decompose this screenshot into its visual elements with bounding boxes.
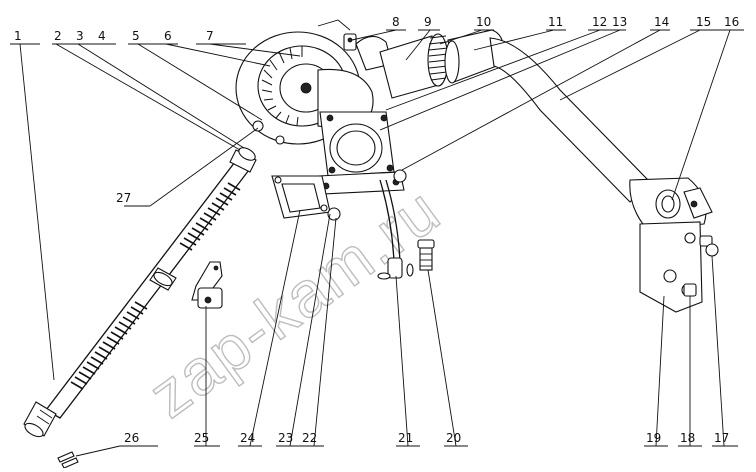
callout-4: 4 xyxy=(98,29,106,43)
callout-26: 26 xyxy=(124,431,139,445)
small-bracket xyxy=(191,261,223,309)
callout-12: 12 xyxy=(592,15,607,29)
callout-2: 2 xyxy=(54,29,62,43)
bent-pipe xyxy=(489,37,713,229)
callout-1: 1 xyxy=(14,29,22,43)
callout-numbers: 1 2 3 4 5 6 7 8 9 10 11 12 13 14 15 16 2… xyxy=(14,15,739,445)
callout-10: 10 xyxy=(476,15,491,29)
callout-23: 23 xyxy=(278,431,293,445)
callout-18: 18 xyxy=(680,431,695,445)
callout-3: 3 xyxy=(76,29,84,43)
small-pins xyxy=(57,451,79,469)
banjo-bolt xyxy=(417,239,435,271)
callout-19: 19 xyxy=(646,431,661,445)
support-bracket xyxy=(639,221,719,313)
oil-feed-line xyxy=(377,179,414,280)
callout-17: 17 xyxy=(714,431,729,445)
callout-25: 25 xyxy=(194,431,209,445)
flange-gasket xyxy=(271,175,331,219)
callout-20: 20 xyxy=(446,431,461,445)
callout-11: 11 xyxy=(548,15,563,29)
callout-7: 7 xyxy=(206,29,214,43)
callout-5: 5 xyxy=(132,29,140,43)
leader-lines xyxy=(10,29,744,457)
flange-stud-nut xyxy=(393,169,407,183)
callout-9: 9 xyxy=(424,15,432,29)
callout-24: 24 xyxy=(240,431,255,445)
callout-14: 14 xyxy=(654,15,669,29)
turbocharger xyxy=(235,19,405,195)
callout-8: 8 xyxy=(392,15,400,29)
callout-22: 22 xyxy=(302,431,317,445)
flange-nut xyxy=(327,207,341,221)
callout-6: 6 xyxy=(164,29,172,43)
callout-13: 13 xyxy=(612,15,627,29)
air-pipe-clamp xyxy=(379,29,505,99)
callout-16: 16 xyxy=(724,15,739,29)
callout-15: 15 xyxy=(696,15,711,29)
callout-27: 27 xyxy=(116,191,131,205)
oil-drain-tube xyxy=(23,147,257,438)
callout-21: 21 xyxy=(398,431,413,445)
